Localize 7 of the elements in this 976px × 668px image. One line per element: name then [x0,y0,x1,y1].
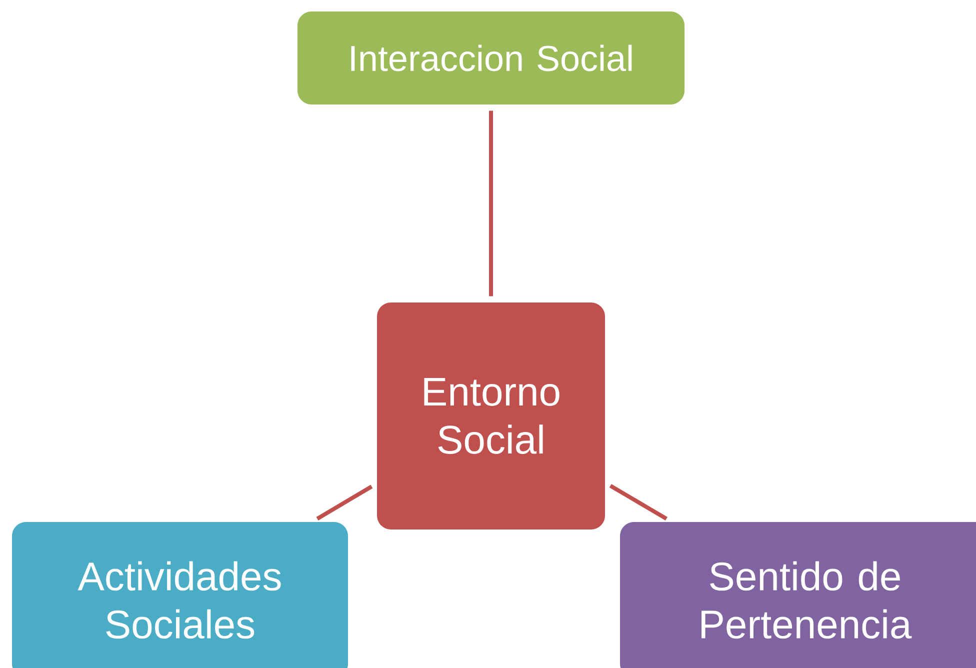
concept-box: Entorno Social [377,302,605,530]
connector-line [489,110,493,296]
concept-box: Sentido de Pertenencia [620,522,976,668]
concept-box: Actividades Sociales [12,522,348,668]
connector-line [609,484,668,520]
connector-line [316,484,373,520]
concept-box: Interaccion Social [298,12,684,104]
